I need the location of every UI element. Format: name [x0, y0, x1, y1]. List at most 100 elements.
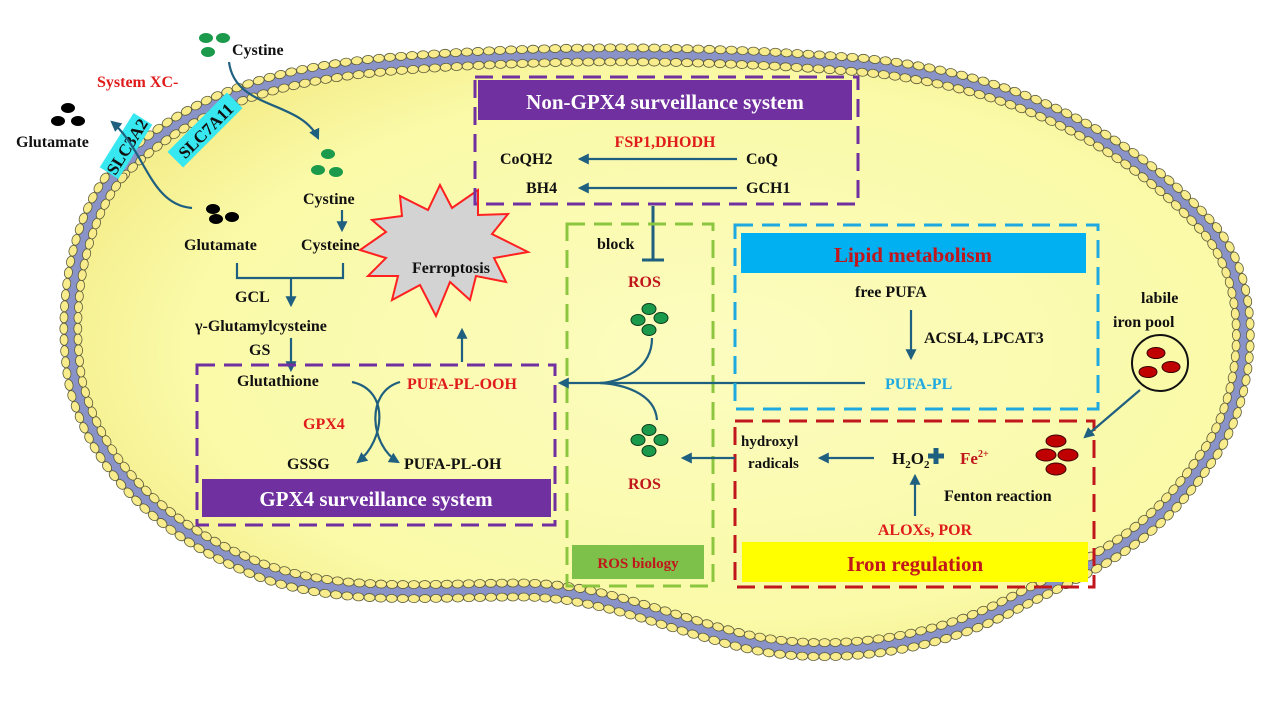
lipid-head — [780, 48, 793, 58]
system-xc-label: System XC- — [97, 74, 178, 91]
lipid-head — [472, 61, 485, 70]
gpx4-enzyme-label: GPX4 — [303, 416, 345, 433]
lipid-head — [807, 652, 820, 661]
lipid-head — [593, 57, 606, 67]
fe2-label: Fe2+ — [960, 449, 989, 468]
lipid-head — [818, 652, 831, 662]
lipid-head — [397, 580, 409, 589]
lipid-head — [615, 57, 628, 67]
lipid-head — [790, 63, 803, 72]
lipid-head — [59, 322, 69, 335]
lipid-head — [527, 44, 539, 54]
lipid-head — [1212, 222, 1223, 233]
lipid-head — [692, 58, 704, 68]
ros-bottom-label: ROS — [628, 476, 661, 493]
lipid-head — [99, 172, 110, 184]
lipid-head — [60, 300, 69, 313]
lipid-head — [807, 638, 820, 647]
ferroptosis-label: Ferroptosis — [412, 260, 490, 277]
lipid-head — [440, 579, 453, 589]
block-inhibitor — [642, 206, 664, 262]
lipid-head — [538, 58, 551, 68]
lipid-head — [1223, 428, 1234, 440]
lipid-head — [74, 344, 84, 357]
lipid-head — [659, 57, 672, 67]
iron-pool-dots — [1138, 347, 1181, 378]
lipid-head — [429, 580, 442, 589]
lipid-head — [791, 49, 804, 58]
lipid-head — [450, 48, 462, 58]
lipid-head — [1230, 251, 1240, 263]
ros-top-label: ROS — [628, 274, 661, 291]
lipid-head — [417, 50, 429, 60]
lipid-metabolism-title: Lipid metabolism — [834, 243, 993, 267]
ooh-to-oh-arrow — [374, 380, 401, 464]
hydroxyl-label-line1: hydroxyl — [741, 434, 798, 450]
lipid-head — [802, 49, 815, 59]
plus-icon — [928, 448, 944, 464]
iron-pool-to-fe-arrow — [1083, 389, 1141, 439]
lipid-head — [452, 593, 464, 603]
gch1-label: GCH1 — [746, 180, 790, 197]
lipid-head — [758, 47, 771, 57]
ros-biology-title: ROS biology — [597, 556, 679, 572]
cystine-outside-dots — [199, 33, 230, 57]
hydroxyl-label-line2: radicals — [748, 456, 799, 472]
lipid-head — [474, 593, 486, 602]
pufa-pl-oh-label: PUFA-PL-OH — [404, 456, 502, 473]
lipid-head — [451, 579, 464, 589]
lipid-head — [385, 593, 398, 603]
lipid-head — [450, 62, 463, 72]
lipid-head — [1231, 329, 1241, 341]
lipid-head — [463, 593, 475, 603]
lipid-head — [840, 637, 853, 647]
lipid-head — [841, 651, 853, 661]
aloxs-por-label: ALOXs, POR — [878, 522, 973, 539]
iron-dots — [1035, 434, 1079, 476]
lipid-head — [494, 59, 507, 69]
glutamate-inside-dots — [206, 204, 239, 224]
lipid-head — [363, 593, 376, 602]
h2o2-label: H2O2 — [892, 449, 930, 471]
ros-biology-title-bar — [572, 545, 704, 579]
pufa-pl-label: PUFA-PL — [885, 376, 952, 393]
lipid-head — [582, 43, 595, 53]
lipid-head — [714, 59, 726, 69]
glutathione-label: Glutathione — [237, 373, 319, 390]
gcl-label: GCL — [235, 289, 270, 306]
lipid-head — [604, 57, 617, 67]
lipid-head — [615, 43, 628, 53]
lipid-head — [1234, 262, 1244, 274]
lipid-head — [829, 638, 842, 647]
lipid-head — [692, 44, 705, 54]
non-gpx4-title: Non-GPX4 surveillance system — [526, 90, 804, 114]
lipid-head — [506, 592, 519, 602]
ferroptosis-starburst — [357, 182, 532, 319]
lipid-head — [560, 57, 573, 67]
lipid-head — [648, 57, 661, 67]
ros-top-dots — [630, 303, 669, 336]
lipid-head — [768, 61, 781, 71]
lipid-head — [659, 43, 672, 53]
lipid-head — [571, 43, 584, 53]
lipid-head — [59, 311, 69, 324]
iron-regulation-title-bar — [742, 542, 1088, 582]
lipid-head — [670, 58, 682, 67]
lipid-head — [496, 592, 508, 602]
lipid-head — [73, 333, 83, 346]
lipid-head — [736, 46, 749, 55]
acsl4-lpcat3-label: ACSL4, LPCAT3 — [924, 330, 1044, 347]
lipid-head — [484, 578, 497, 588]
lipid-head — [419, 594, 431, 603]
lipid-head — [746, 60, 759, 70]
lipid-head — [518, 578, 530, 588]
lipid-head — [681, 44, 694, 54]
iron-pool-label-line2: iron pool — [1113, 314, 1175, 331]
iron-pool-label-line1: labile — [1141, 290, 1178, 307]
lipid-head — [375, 579, 388, 589]
cystine-inside-dots — [311, 149, 343, 177]
lipid-head — [407, 65, 419, 74]
coqh2-label: CoQH2 — [500, 151, 552, 168]
lipid-head — [428, 49, 440, 59]
